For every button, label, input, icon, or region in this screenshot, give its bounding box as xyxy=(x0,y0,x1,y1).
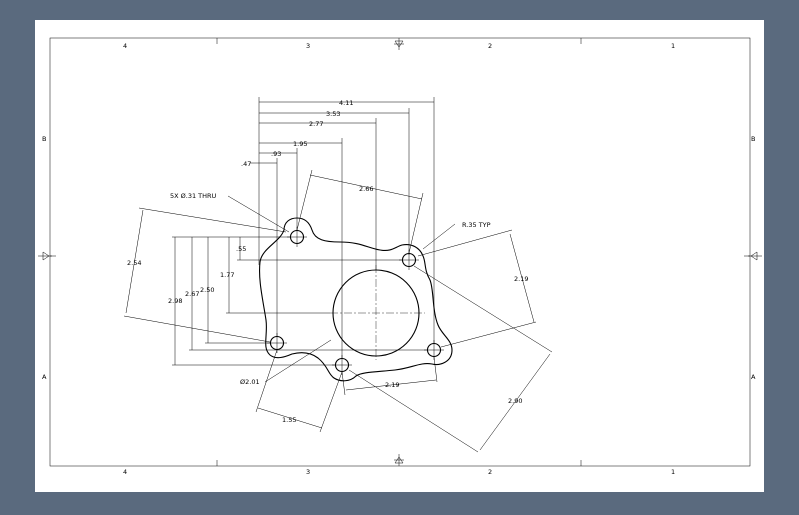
dim-2-19-right: 2.19 xyxy=(514,275,528,283)
dim-2-90: 2.90 xyxy=(508,397,522,405)
dim-1-77: 1.77 xyxy=(220,271,234,279)
dim-4-11: 4.11 xyxy=(339,99,353,107)
zone-label: 4 xyxy=(123,468,127,476)
zone-label: A xyxy=(751,373,756,381)
zone-label: B xyxy=(751,135,755,143)
zone-label: 1 xyxy=(671,42,675,50)
centering-mark-icon xyxy=(38,38,762,466)
dim-2-67: 2.67 xyxy=(185,290,199,298)
dim-3-53: 3.53 xyxy=(326,110,340,118)
zone-label: 3 xyxy=(306,42,310,50)
zone-label: 1 xyxy=(671,468,675,476)
dimension-lines xyxy=(123,101,553,453)
zone-label: 2 xyxy=(488,42,492,50)
dim-2-77: 2.77 xyxy=(309,120,323,128)
note-radius: R.35 TYP xyxy=(462,221,491,229)
zone-label: 4 xyxy=(123,42,127,50)
dim-2-98: 2.98 xyxy=(168,297,182,305)
dim-2-50: 2.50 xyxy=(200,286,214,294)
dim-0-93: .93 xyxy=(271,150,281,158)
dim-1-55: 1.55 xyxy=(282,416,296,424)
flange-outline xyxy=(259,217,453,382)
dim-2-19-bottom: 2.19 xyxy=(385,381,399,389)
note-bore: Ø2.01 xyxy=(240,378,260,386)
zone-label: B xyxy=(42,135,46,143)
note-holes: 5X Ø.31 THRU xyxy=(170,192,217,200)
dim-0-47: .47 xyxy=(241,160,251,168)
zone-label: 2 xyxy=(488,468,492,476)
drawing-sheet xyxy=(35,20,764,492)
drawing-border xyxy=(49,37,751,467)
dim-1-95: 1.95 xyxy=(293,140,307,148)
zone-label: A xyxy=(42,373,47,381)
dim-2-54: 2.54 xyxy=(127,259,141,267)
dim-2-66: 2.66 xyxy=(359,185,373,193)
dim-0-55: .55 xyxy=(236,245,246,253)
extension-lines xyxy=(172,97,435,366)
zone-label: 3 xyxy=(306,468,310,476)
center-lines xyxy=(267,227,444,375)
